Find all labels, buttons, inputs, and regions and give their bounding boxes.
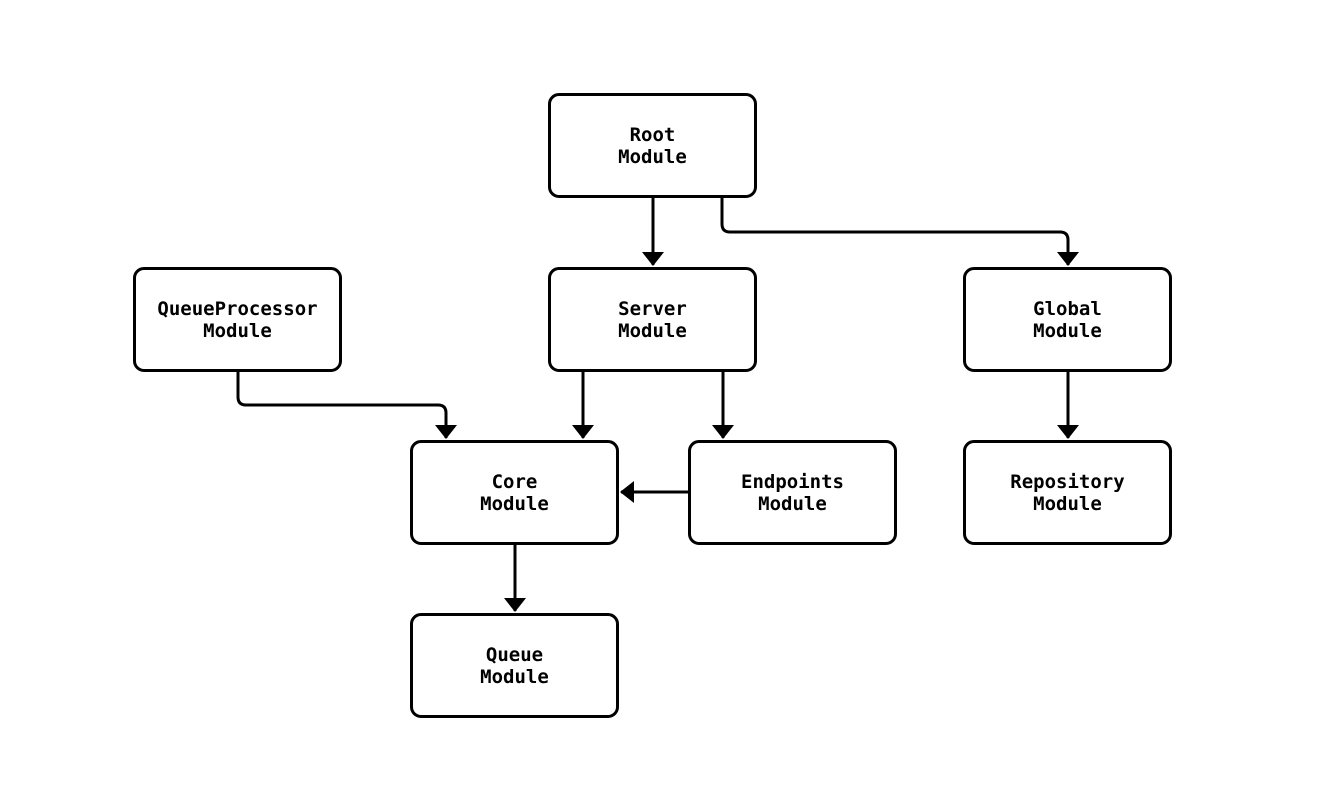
node-queue-label-line1: Queue — [485, 643, 544, 666]
node-root-module: Root Module — [548, 93, 757, 198]
node-queueprocessor-module: QueueProcessor Module — [133, 267, 342, 372]
node-core-label-line2: Module — [480, 492, 549, 515]
node-queue-label-line2: Module — [480, 665, 549, 688]
node-global-module: Global Module — [963, 267, 1172, 372]
edge-root-to-global — [720, 198, 1079, 266]
edge-queueprocessor-to-core — [236, 372, 457, 439]
node-server-label-line1: Server — [618, 297, 687, 320]
node-global-label-line1: Global — [1033, 297, 1102, 320]
node-server-label-line2: Module — [618, 319, 687, 342]
node-repository-label-line1: Repository — [1010, 470, 1125, 493]
node-global-label-line2: Module — [1033, 319, 1102, 342]
node-core-module: Core Module — [410, 440, 619, 545]
node-endpoints-label-line1: Endpoints — [741, 470, 844, 493]
node-endpoints-label-line2: Module — [758, 492, 827, 515]
node-server-module: Server Module — [548, 267, 757, 372]
node-endpoints-module: Endpoints Module — [688, 440, 897, 545]
node-root-label-line2: Module — [618, 145, 687, 168]
node-repository-module: Repository Module — [963, 440, 1172, 545]
node-repository-label-line2: Module — [1033, 492, 1102, 515]
node-queue-module: Queue Module — [410, 613, 619, 718]
node-queueprocessor-label-line2: Module — [203, 319, 272, 342]
node-core-label-line1: Core — [491, 470, 538, 493]
node-root-label-line1: Root — [629, 123, 676, 146]
node-queueprocessor-label-line1: QueueProcessor — [157, 297, 318, 320]
